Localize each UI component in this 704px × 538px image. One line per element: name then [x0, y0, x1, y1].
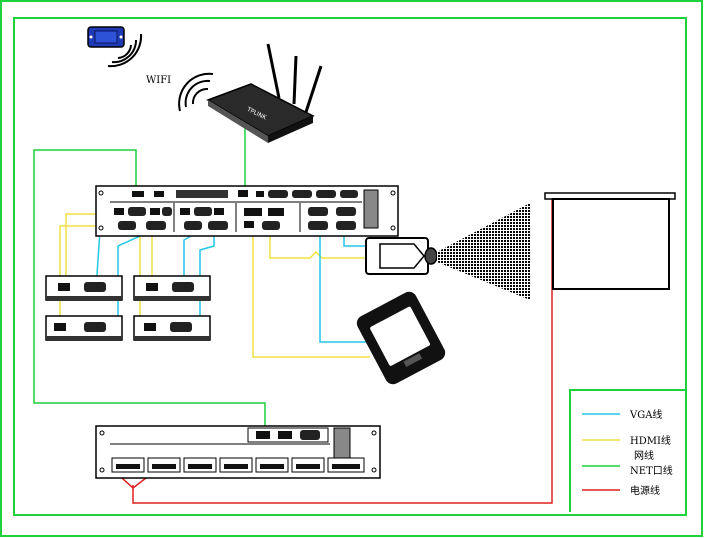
inner-frame [13, 17, 687, 516]
projector [365, 203, 530, 300]
router-wifi-icon [178, 72, 214, 112]
projection-beam [437, 203, 530, 300]
tablet-device [87, 26, 125, 48]
receiver-box-1 [45, 275, 123, 301]
legend-frame [569, 389, 686, 512]
legend-label-net: 网线 [634, 449, 654, 462]
legend-label-vga: VGA线 [629, 408, 662, 421]
receiver-box-2 [133, 275, 211, 301]
main-matrix-switcher [95, 185, 399, 237]
legend-label-netport: NET口线 [630, 464, 673, 477]
projection-screen [544, 192, 676, 290]
net-cable-controller [33, 149, 266, 428]
legend: VGA线 HDMI线 网线 NET口线 电源线 [569, 389, 686, 512]
touch-panel [356, 291, 446, 385]
legend-label-hdmi: HDMI线 [630, 434, 671, 447]
tplink-router: TPLINK [206, 43, 323, 143]
legend-label-power: 电源线 [630, 484, 660, 497]
tablet-wifi-icon [107, 33, 143, 68]
wifi-label: WIFI [146, 75, 171, 86]
power-cable [132, 195, 553, 504]
receiver-box-3 [45, 315, 123, 341]
central-controller [95, 425, 381, 479]
receiver-box-4 [133, 315, 211, 341]
